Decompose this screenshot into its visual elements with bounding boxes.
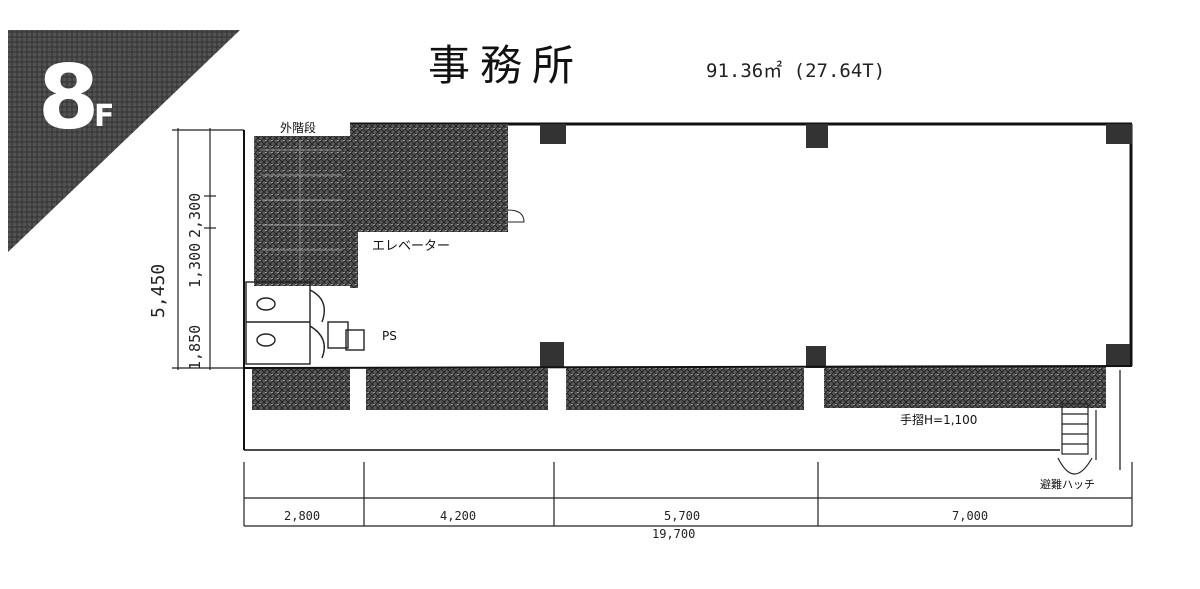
floor-number: 8 — [38, 46, 99, 149]
fire-escape-label: 避難ハッチ — [1040, 477, 1095, 491]
fire-escape-ladder — [1057, 403, 1097, 475]
left-dimension-part-2: 1,300 — [186, 243, 204, 288]
ps-label: PS — [382, 329, 397, 343]
elevator-door — [507, 209, 525, 223]
plan-area: 91.36㎡ (27.64T) — [706, 59, 885, 82]
plan-title: 事務所 — [428, 41, 584, 90]
left-dimension-part-3: 2,300 — [186, 193, 204, 238]
balcony-walls — [243, 365, 1133, 410]
left-dimension-part-1: 1,850 — [186, 325, 204, 370]
columns — [540, 124, 1132, 368]
floor-suffix: F — [94, 99, 115, 134]
left-dimension — [172, 128, 244, 370]
dimension-segment-1: 2,800 — [284, 509, 320, 523]
floor-badge: 8 F — [8, 30, 240, 252]
outer-stairs-label: 外階段 — [280, 120, 316, 135]
core-blocks — [254, 124, 508, 288]
toilet-icon — [256, 333, 276, 347]
dimension-segment-4: 7,000 — [952, 509, 988, 523]
left-dimension-total: 5,450 — [148, 264, 169, 318]
dimension-total: 19,700 — [652, 527, 695, 541]
bottom-dimension — [243, 462, 1133, 527]
toilet-icon — [256, 297, 276, 311]
dimension-segment-3: 5,700 — [664, 509, 700, 523]
handrail-label: 手摺H=1,100 — [900, 412, 977, 427]
dimension-segment-2: 4,200 — [440, 509, 476, 523]
toilet-area — [245, 281, 365, 365]
elevator-label: エレベーター — [372, 239, 450, 254]
